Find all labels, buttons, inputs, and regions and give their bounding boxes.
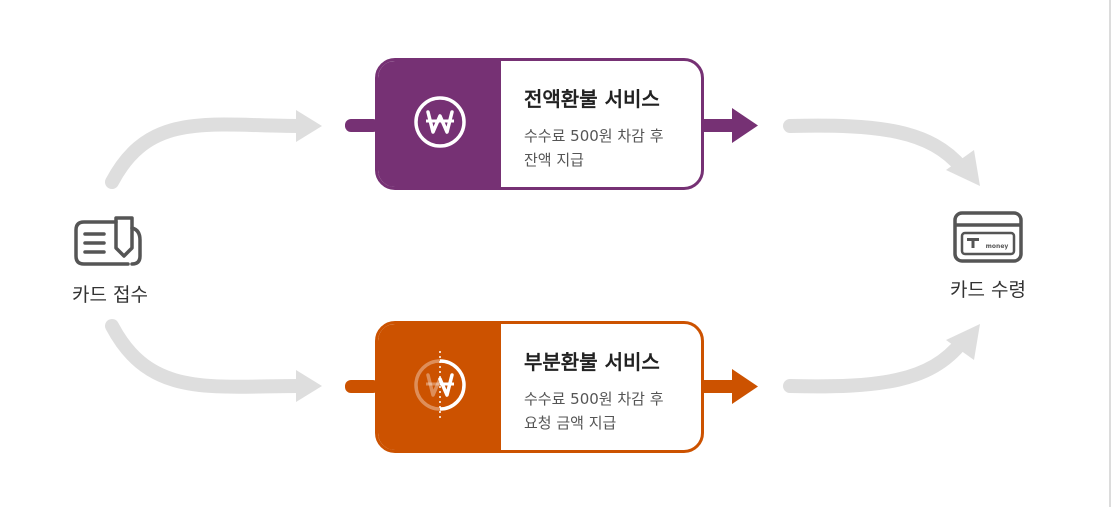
receipt-pen-icon [74, 216, 142, 266]
partial-refund-text: 부분환불 서비스 수수료 500원 차감 후 요청 금액 지급 [524, 346, 691, 435]
tmoney-card-text: money [986, 243, 1009, 250]
partial-refund-in-stub [345, 380, 379, 393]
right-edge-divider [1109, 0, 1111, 507]
flow-arrow-receive-to-partial [105, 319, 322, 402]
won-coin-icon [414, 96, 466, 148]
partial-refund-desc-line1: 수수료 500원 차감 후 [524, 390, 664, 408]
tmoney-card-icon: money [953, 211, 1023, 263]
partial-refund-icon-panel [378, 324, 501, 450]
full-refund-desc-line2: 잔액 지급 [524, 151, 584, 169]
full-refund-in-stub [345, 119, 379, 132]
full-refund-card: 전액환불 서비스 수수료 500원 차감 후 잔액 지급 [375, 58, 704, 190]
partial-refund-desc: 수수료 500원 차감 후 요청 금액 지급 [524, 387, 691, 435]
full-refund-out-stub [700, 119, 734, 132]
full-refund-desc-line1: 수수료 500원 차감 후 [524, 127, 664, 145]
card-receive-label: 카드 접수 [72, 284, 148, 306]
partial-refund-out-stub [700, 380, 734, 393]
partial-refund-desc-line2: 요청 금액 지급 [524, 414, 617, 432]
full-refund-title: 전액환불 서비스 [524, 87, 660, 111]
full-refund-desc: 수수료 500원 차감 후 잔액 지급 [524, 124, 691, 172]
flow-arrow-receive-to-full [105, 110, 322, 189]
partial-refund-title: 부분환불 서비스 [524, 350, 660, 374]
half-won-coin-icon [414, 351, 466, 419]
full-refund-out-arrowhead [732, 108, 758, 143]
flow-arrow-full-to-collect [783, 118, 980, 186]
full-refund-text: 전액환불 서비스 수수료 500원 차감 후 잔액 지급 [524, 83, 691, 172]
flow-arrow-partial-to-collect [783, 324, 980, 394]
partial-refund-out-arrowhead [732, 369, 758, 404]
partial-refund-card: 부분환불 서비스 수수료 500원 차감 후 요청 금액 지급 [375, 321, 704, 453]
card-collect-label: 카드 수령 [950, 279, 1026, 301]
full-refund-icon-panel [378, 61, 501, 187]
